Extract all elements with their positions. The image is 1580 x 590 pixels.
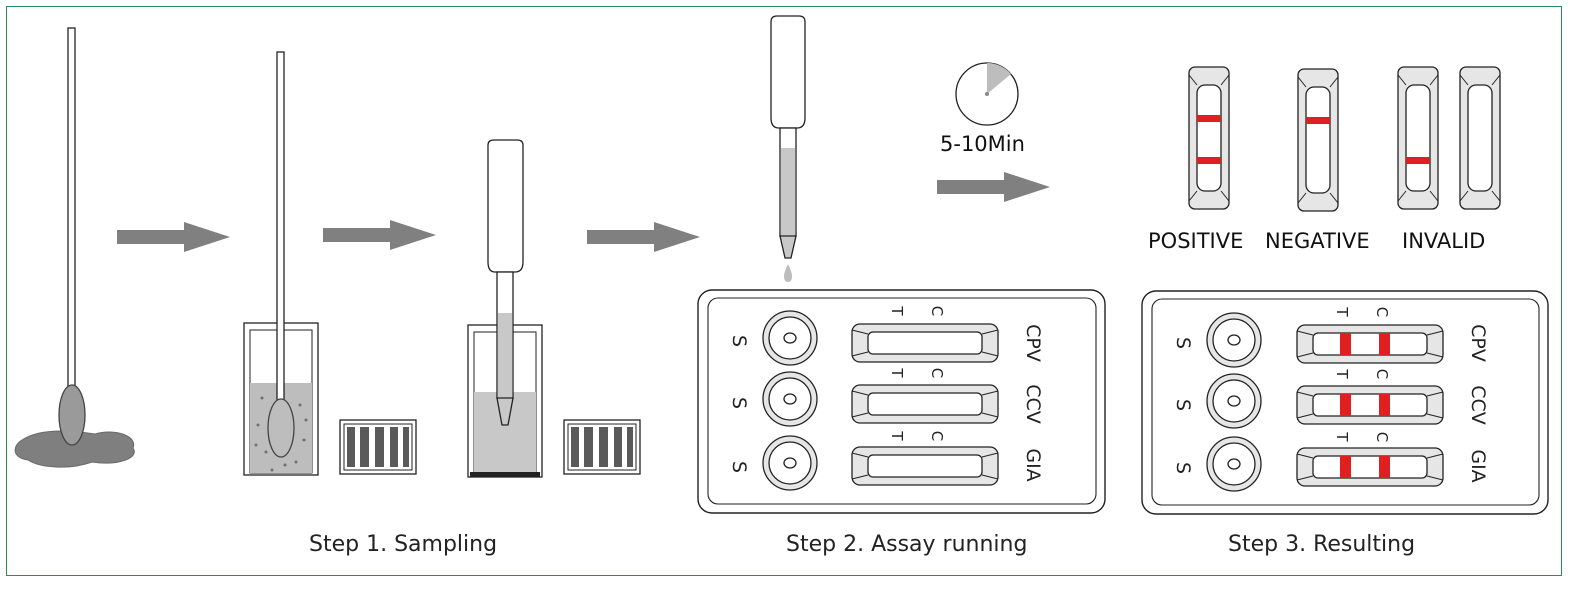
test-name-gia: GIA (1022, 448, 1044, 481)
test-name-gia: GIA (1467, 449, 1489, 482)
step-label-sampling: Step 1. Sampling (309, 532, 498, 557)
arrow-icon (587, 222, 700, 252)
barcode-icon (339, 419, 417, 475)
test-line-marker: T (1333, 368, 1351, 379)
control-line-marker: C (1373, 369, 1391, 379)
sample-marker: S (728, 397, 750, 409)
test-name-ccv: CCV (1022, 384, 1044, 424)
arrow-icon (117, 222, 230, 252)
control-line-marker: C (928, 368, 946, 378)
test-line-marker: T (888, 305, 906, 316)
stool-sample (14, 430, 135, 468)
test-cassette-before (697, 289, 1106, 514)
test-line-marker: T (888, 430, 906, 441)
result-strip-negative (1297, 68, 1339, 212)
test-name-ccv: CCV (1467, 385, 1489, 425)
control-line-marker: C (928, 306, 946, 316)
sample-tube-with-swab (243, 51, 319, 476)
result-strip-positive (1188, 66, 1230, 210)
result-label-invalid: INVALID (1402, 229, 1486, 253)
arrow-icon (323, 220, 436, 250)
sample-marker: S (728, 461, 750, 473)
control-line-marker: C (1373, 307, 1391, 317)
test-line-marker: T (888, 367, 906, 378)
result-label-positive: POSITIVE (1148, 229, 1244, 253)
arrow-icon (937, 172, 1050, 202)
timer-label: 5-10Min (940, 132, 1025, 156)
step-label-resulting: Step 3. Resulting (1228, 532, 1416, 557)
result-strip-invalid-1 (1397, 66, 1439, 210)
sample-marker: S (728, 335, 750, 347)
test-line-marker: T (1333, 431, 1351, 442)
result-label-negative: NEGATIVE (1265, 229, 1370, 253)
dropper-icon (770, 15, 806, 282)
swab-icon (58, 27, 86, 446)
barcode-icon (563, 419, 641, 475)
control-line-marker: C (1373, 432, 1391, 442)
sample-marker: S (1172, 399, 1194, 411)
sample-marker: S (1172, 337, 1194, 349)
step-label-assay-running: Step 2. Assay running (786, 532, 1028, 557)
test-line-marker: T (1333, 306, 1351, 317)
sample-tube-with-dropper (467, 139, 543, 478)
test-name-cpv: CPV (1022, 324, 1044, 362)
control-line-marker: C (928, 431, 946, 441)
sample-marker: S (1172, 462, 1194, 474)
test-name-cpv: CPV (1467, 324, 1489, 362)
border-frame (6, 6, 1562, 576)
clock-icon (955, 62, 1019, 126)
result-strip-invalid-2 (1459, 66, 1501, 210)
test-cassette-after (1141, 290, 1549, 515)
